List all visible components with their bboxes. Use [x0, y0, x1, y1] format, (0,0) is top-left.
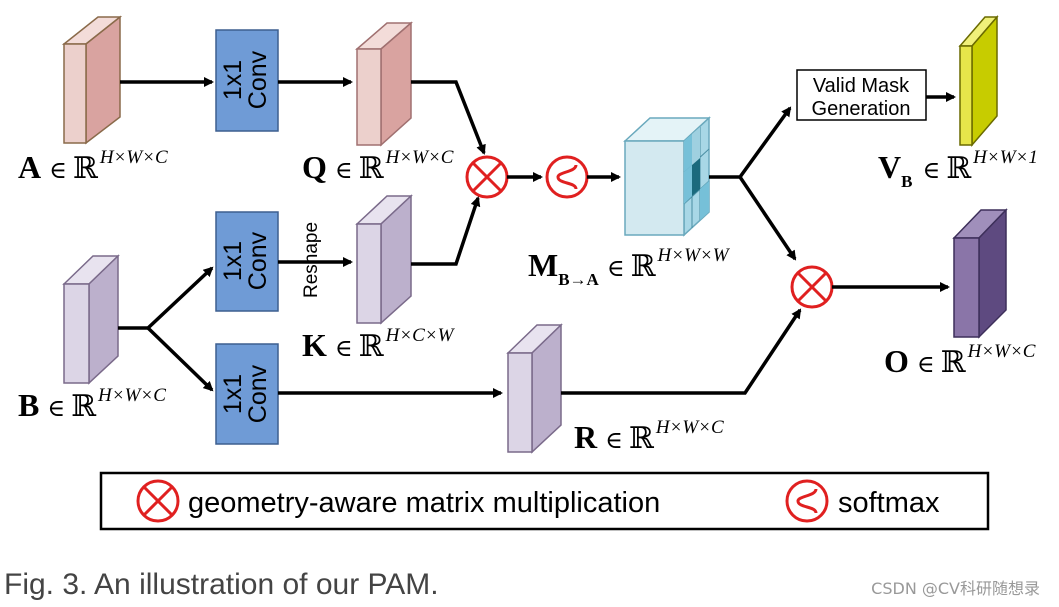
conv-b2-line1: 1x1: [219, 374, 247, 414]
softmax-operator: [545, 155, 589, 199]
conv-block-a: 1x1 Conv: [215, 29, 279, 132]
label-k-in: ∈: [335, 334, 353, 362]
label-a-in: ∈: [49, 156, 67, 184]
tensor-o: [952, 208, 1008, 339]
attention-cube-m: [623, 116, 711, 237]
label-q-symbol: Q: [302, 149, 327, 185]
tensor-b: [62, 254, 120, 385]
label-a-symbol: A: [18, 149, 41, 185]
tensor-v: [958, 14, 999, 148]
tensor-r: [506, 323, 563, 454]
label-k-sup: H×C×W: [385, 325, 456, 346]
conv-b1-line1: 1x1: [219, 241, 247, 281]
svg-text:B∈ℝH×W×C: B ∈ℝH×W×C: [18, 385, 166, 424]
label-k-symbol: K: [302, 327, 327, 363]
legend-multiply-label: geometry-aware matrix multiplication: [188, 487, 660, 519]
label-r-symbol: R: [574, 419, 598, 455]
watermark: CSDN @CV科研随想录: [871, 579, 1040, 598]
legend-multiply-icon: [136, 479, 180, 523]
label-r-sup: H×W×C: [655, 417, 724, 438]
label-q-sup: H×W×C: [385, 147, 454, 168]
label-v-sup: H×W×1: [972, 147, 1038, 168]
label-b-symbol: B: [18, 387, 39, 423]
label-m-symbol: M: [528, 247, 558, 283]
valid-mask-box: Valid Mask Generation: [796, 69, 927, 121]
label-v-sub: B: [901, 172, 912, 191]
svg-text:O∈ℝH×W×C: O ∈ℝH×W×C: [884, 341, 1036, 380]
legend-box: geometry-aware matrix multiplication sof…: [99, 471, 990, 531]
label-o-reals: ℝ: [941, 345, 967, 380]
svg-text:K∈ℝH×C×W: K ∈ℝH×C×W: [302, 325, 456, 364]
label-m-in: ∈: [607, 254, 625, 282]
label-q-in: ∈: [335, 156, 353, 184]
label-q-reals: ℝ: [359, 151, 385, 186]
conv-a-line2: Conv: [244, 50, 272, 109]
label-m-reals: ℝ: [631, 249, 657, 284]
label-m-sub: B→A: [558, 270, 599, 289]
reshape-label: Reshape: [301, 222, 322, 298]
label-o-in: ∈: [917, 350, 935, 378]
svg-text:R∈ℝH×W×C: R∈ℝH×W×C: [574, 417, 724, 456]
svg-text:VB∈ℝH×W×1: VB ∈ℝH×W×1: [878, 147, 1038, 191]
valid-mask-line2: Generation: [812, 98, 911, 120]
label-v-reals: ℝ: [946, 151, 972, 186]
svg-text:A∈ℝH×W×C: A ∈ℝH×W×C: [18, 147, 168, 186]
label-k-reals: ℝ: [359, 329, 385, 364]
label-v-in: ∈: [922, 156, 940, 184]
label-b-sup: H×W×C: [97, 385, 166, 406]
figure-caption: Fig. 3. An illustration of our PAM.: [4, 568, 439, 601]
tensor-k: [355, 194, 413, 325]
label-b-reals: ℝ: [71, 389, 97, 424]
label-a-reals: ℝ: [73, 151, 99, 186]
label-o-symbol: O: [884, 343, 909, 379]
conv-a-line1: 1x1: [219, 60, 247, 100]
conv-block-b1: 1x1 Conv: [215, 211, 279, 312]
conv-b2-line2: Conv: [244, 364, 272, 423]
conv-block-b2: 1x1 Conv: [215, 343, 279, 445]
label-r-in: ∈: [605, 426, 623, 454]
conv-b1-line2: Conv: [244, 231, 272, 290]
label-b-in: ∈: [47, 394, 65, 422]
legend-softmax-label: softmax: [838, 487, 940, 519]
legend-softmax-icon: [785, 479, 829, 523]
label-o-sup: H×W×C: [967, 341, 1036, 362]
multiply-operator-bottom: [790, 265, 834, 309]
svg-text:MB→A∈ℝH×W×W: MB→A ∈ℝH×W×W: [528, 245, 731, 289]
svg-text:Q∈ℝH×W×C: Q ∈ℝH×W×C: [302, 147, 454, 186]
connection-arrows: [118, 77, 956, 398]
tensor-a: [61, 15, 123, 145]
tensor-q: [354, 21, 414, 147]
label-a-sup: H×W×C: [99, 147, 168, 168]
label-m-sup: H×W×W: [657, 245, 731, 266]
label-r-reals: ℝ: [629, 421, 655, 456]
label-v-symbol: V: [878, 149, 901, 185]
valid-mask-line1: Valid Mask: [813, 75, 910, 97]
multiply-operator-top: [465, 155, 509, 199]
